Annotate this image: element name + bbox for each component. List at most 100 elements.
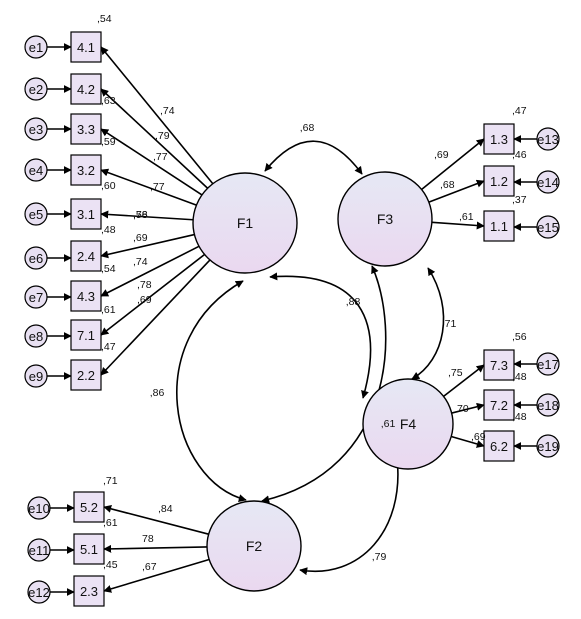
indicator-box-e14 bbox=[483, 165, 515, 197]
loading-label-e8: ,78 bbox=[137, 279, 152, 291]
indicator-label-e8: 7.1 bbox=[77, 328, 95, 343]
error-label-e9: e9 bbox=[29, 369, 43, 384]
indicator-label-e15: 1.1 bbox=[490, 219, 508, 234]
r-squared-label-e17: ,56 bbox=[512, 331, 527, 343]
indicator-label-e12: 2.3 bbox=[80, 584, 98, 599]
loading-path-f1-e7 bbox=[100, 245, 200, 297]
error-label-e10: e10 bbox=[28, 501, 50, 516]
indicator-label-e17: 7.3 bbox=[490, 358, 508, 373]
factor-ellipse-f1 bbox=[192, 172, 298, 274]
covariance-f1-f2 bbox=[176, 280, 247, 503]
loading-path-f2-e12 bbox=[103, 558, 210, 593]
indicator-box-e3 bbox=[70, 113, 102, 145]
indicator-label-e3: 3.3 bbox=[77, 122, 95, 137]
r-squared-label-e11: ,61 bbox=[103, 517, 118, 529]
r-squared-label-e4: ,60 bbox=[101, 180, 116, 192]
indicator-box-e17 bbox=[483, 349, 515, 381]
factor-ellipse-f4 bbox=[362, 378, 454, 470]
loading-label-e14: ,68 bbox=[440, 179, 455, 191]
indicator-label-e19: 6.2 bbox=[490, 439, 508, 454]
indicator-box-e19 bbox=[483, 430, 515, 462]
indicator-box-e5 bbox=[70, 198, 102, 230]
r-squared-label-e1: ,54 bbox=[97, 13, 112, 25]
indicator-box-e11 bbox=[73, 533, 105, 565]
covariance-label-f1-f3: ,68 bbox=[300, 122, 315, 134]
loading-path-layer bbox=[47, 43, 537, 596]
indicator-label-e7: 4.3 bbox=[77, 289, 95, 304]
loading-path-f1-e2 bbox=[100, 88, 209, 189]
loading-path-f4-e17 bbox=[443, 364, 485, 398]
indicator-label-e11: 5.1 bbox=[80, 542, 98, 557]
r-squared-label-e15: ,37 bbox=[512, 194, 527, 206]
loading-label-e5: ,76 bbox=[133, 209, 148, 221]
error-circle-e5 bbox=[24, 202, 48, 226]
covariance-f1-f3 bbox=[264, 140, 363, 175]
error-circle-e14 bbox=[536, 170, 560, 194]
factor-ellipse-f2 bbox=[206, 500, 302, 592]
loading-label-e4: ,77 bbox=[150, 181, 165, 193]
error-circle-e8 bbox=[24, 324, 48, 348]
factor-label-f1: F1 bbox=[237, 215, 254, 231]
r-squared-label-e12: ,45 bbox=[103, 559, 118, 571]
covariance-label-f4-f2: ,79 bbox=[372, 551, 387, 563]
error-label-e8: e8 bbox=[29, 329, 43, 344]
indicator-box-e7 bbox=[70, 280, 102, 312]
r-squared-label-e8: ,61 bbox=[101, 304, 116, 316]
error-label-e19: e19 bbox=[537, 439, 559, 454]
error-label-e7: e7 bbox=[29, 290, 43, 305]
loading-path-f1-e8 bbox=[100, 253, 206, 336]
error-circle-e4 bbox=[24, 158, 48, 182]
loading-label-e18: 70 bbox=[457, 403, 469, 415]
r-squared-label-e6: ,48 bbox=[101, 224, 116, 236]
error-label-e2: e2 bbox=[29, 82, 43, 97]
indicator-box-e12 bbox=[73, 575, 105, 607]
indicator-label-e14: 1.2 bbox=[490, 174, 508, 189]
factor-label-f4: F4 bbox=[400, 416, 417, 432]
loading-path-f4-e19 bbox=[451, 435, 485, 448]
covariance-label-f1-f4: ,88 bbox=[346, 296, 361, 308]
indicator-box-e2 bbox=[70, 73, 102, 105]
loading-label-e13: ,69 bbox=[434, 149, 449, 161]
loading-path-f1-e5 bbox=[100, 210, 194, 221]
error-circle-e1 bbox=[24, 35, 48, 59]
indicator-box-e4 bbox=[70, 154, 102, 186]
loading-label-e6: ,69 bbox=[133, 232, 148, 244]
covariance-label-f1-f2: ,86 bbox=[150, 387, 165, 399]
covariance-f3-f4 bbox=[411, 267, 445, 380]
covariance-label-f3-f4: ,71 bbox=[442, 318, 457, 330]
error-circle-e3 bbox=[24, 117, 48, 141]
r-squared-label-e3: ,59 bbox=[101, 136, 116, 148]
indicator-box-e10 bbox=[73, 491, 105, 523]
error-label-e17: e17 bbox=[537, 357, 559, 372]
loading-label-e2: ,79 bbox=[155, 130, 170, 142]
error-circle-e11 bbox=[27, 538, 51, 562]
loading-path-f3-e13 bbox=[421, 138, 485, 191]
indicator-label-e9: 2.2 bbox=[77, 368, 95, 383]
error-label-e5: e5 bbox=[29, 207, 43, 222]
loading-path-f1-e9 bbox=[100, 259, 211, 376]
loading-path-f4-e18 bbox=[451, 402, 485, 414]
loading-path-f3-e15 bbox=[431, 221, 485, 230]
r-squared-label-e18: ,48 bbox=[512, 371, 527, 383]
loading-label-e10: ,84 bbox=[158, 503, 173, 515]
loading-label-e17: ,75 bbox=[448, 367, 463, 379]
indicator-label-e2: 4.2 bbox=[77, 82, 95, 97]
covariance-label-f3-f2: ,61 bbox=[381, 418, 396, 430]
error-label-e11: e11 bbox=[29, 543, 50, 558]
error-circle-e9 bbox=[24, 364, 48, 388]
label-layer: ,68,88,86,71,61,794.1e1,54,744.2e2,63,79… bbox=[28, 13, 559, 600]
factor-label-f2: F2 bbox=[246, 538, 263, 554]
error-circle-e17 bbox=[536, 352, 560, 376]
error-circle-e15 bbox=[536, 215, 560, 239]
loading-label-e1: ,74 bbox=[160, 105, 175, 117]
loading-label-e12: ,67 bbox=[142, 561, 157, 573]
loading-label-e15: ,61 bbox=[459, 211, 474, 223]
node-layer bbox=[24, 31, 560, 607]
error-label-e3: e3 bbox=[29, 122, 43, 137]
covariance-f4-f2 bbox=[299, 457, 402, 576]
loading-path-f3-e14 bbox=[428, 179, 485, 203]
error-circle-e2 bbox=[24, 77, 48, 101]
error-label-e4: e4 bbox=[29, 163, 43, 178]
r-squared-label-e5: ,58 bbox=[133, 209, 148, 221]
